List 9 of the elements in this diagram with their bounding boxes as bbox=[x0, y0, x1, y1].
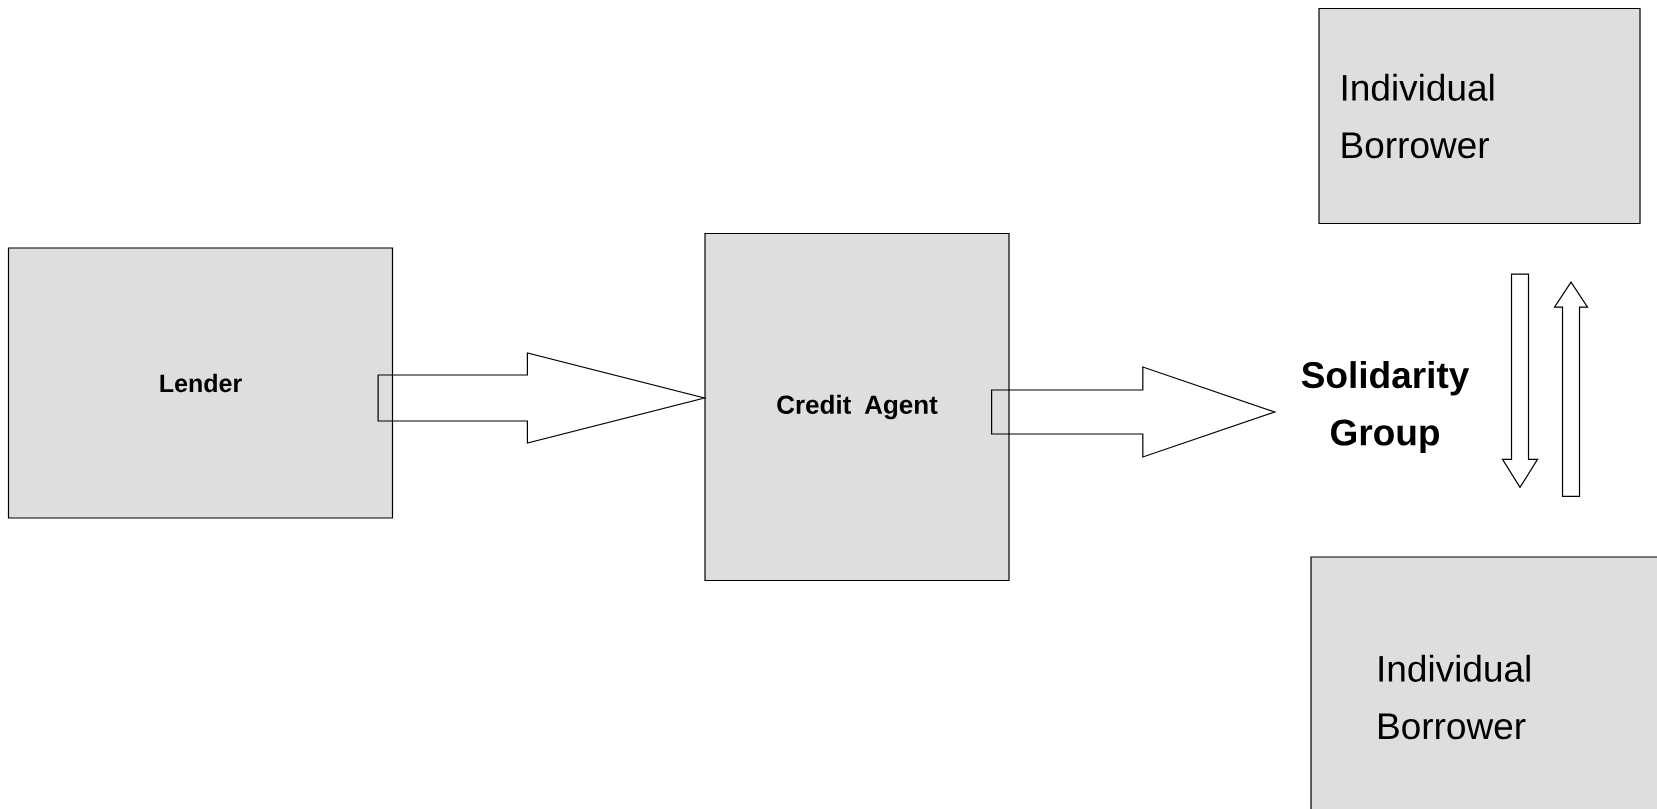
process-box: Credit Agent bbox=[704, 232, 1010, 582]
group-label: Solidarity Group bbox=[1301, 361, 1470, 453]
process-box: Individual Borrower bbox=[1318, 7, 1641, 225]
block-arrow bbox=[991, 366, 1277, 458]
process-box: Individual Borrower bbox=[1310, 556, 1657, 809]
block-arrow bbox=[377, 352, 707, 444]
process-box: Lender bbox=[7, 247, 394, 519]
block-arrow bbox=[1501, 273, 1539, 489]
block-arrow bbox=[1553, 281, 1589, 497]
